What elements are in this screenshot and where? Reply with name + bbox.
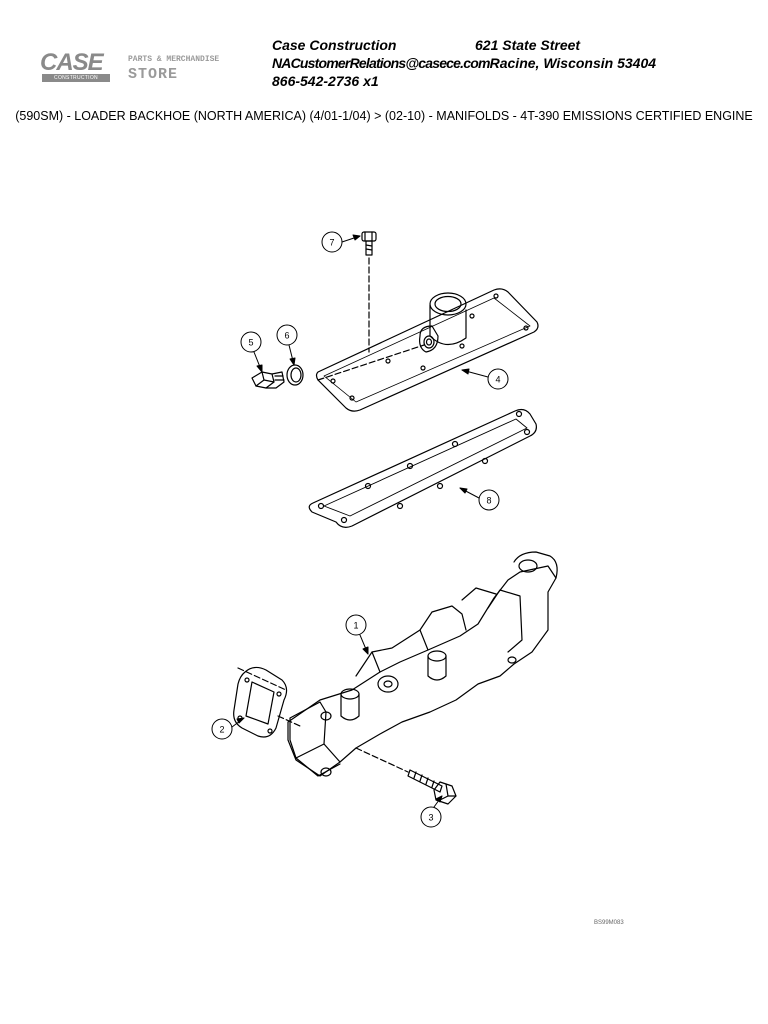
- callout-label-8: 8: [486, 496, 491, 506]
- phone-number: 866-542-2736 x1: [272, 73, 379, 89]
- callout-8[interactable]: 8: [459, 487, 500, 511]
- manifold-cover-4-drawing: [315, 288, 539, 412]
- drawing-code: BS99M083: [594, 920, 624, 926]
- callout-label-7: 7: [329, 238, 334, 248]
- city-address: Racine, Wisconsin 53404: [489, 55, 657, 71]
- callout-label-5: 5: [248, 338, 253, 348]
- callout-label-4: 4: [495, 375, 500, 385]
- breadcrumb: (590SM) - LOADER BACKHOE (NORTH AMERICA)…: [15, 109, 753, 123]
- logo-store-subtitle: PARTS & MERCHANDISE: [128, 55, 220, 64]
- street-address: 621 State Street: [475, 37, 581, 53]
- callout-4[interactable]: 4: [461, 368, 509, 390]
- logo-case-text: CASE: [40, 49, 104, 76]
- callout-label-2: 2: [219, 725, 224, 735]
- exhaust-manifold-1-drawing: [287, 551, 558, 777]
- callout-7[interactable]: 7: [321, 231, 361, 253]
- email-link[interactable]: NACustomerRelations@casece.com: [272, 55, 490, 71]
- contact-block: Case Construction 621 State Street NACus…: [272, 36, 656, 90]
- callout-6[interactable]: 6: [276, 324, 298, 366]
- callout-3[interactable]: 3: [420, 795, 443, 828]
- email-city-line: NACustomerRelations@casece.comRacine, Wi…: [272, 54, 656, 72]
- callout-1[interactable]: 1: [345, 614, 369, 655]
- company-name: Case Construction: [272, 37, 397, 53]
- callouts: 7 5 6 4 8 1: [211, 231, 509, 828]
- washer-6-drawing: [286, 364, 304, 386]
- callout-label-3: 3: [428, 813, 433, 823]
- bolt-7-drawing: [361, 231, 377, 353]
- plug-5-drawing: [251, 371, 285, 389]
- callout-label-1: 1: [353, 621, 358, 631]
- case-logo[interactable]: CASE CONSTRUCTION PARTS & MERCHANDISE ST…: [40, 50, 270, 86]
- logo-construction-text: CONSTRUCTION: [42, 74, 110, 82]
- gasket-8-drawing: [308, 408, 537, 528]
- logo-store-text: STORE: [128, 66, 179, 83]
- callout-2[interactable]: 2: [211, 717, 245, 740]
- bolt-3-drawing: [355, 747, 457, 805]
- callout-5[interactable]: 5: [240, 331, 263, 373]
- callout-label-6: 6: [284, 331, 289, 341]
